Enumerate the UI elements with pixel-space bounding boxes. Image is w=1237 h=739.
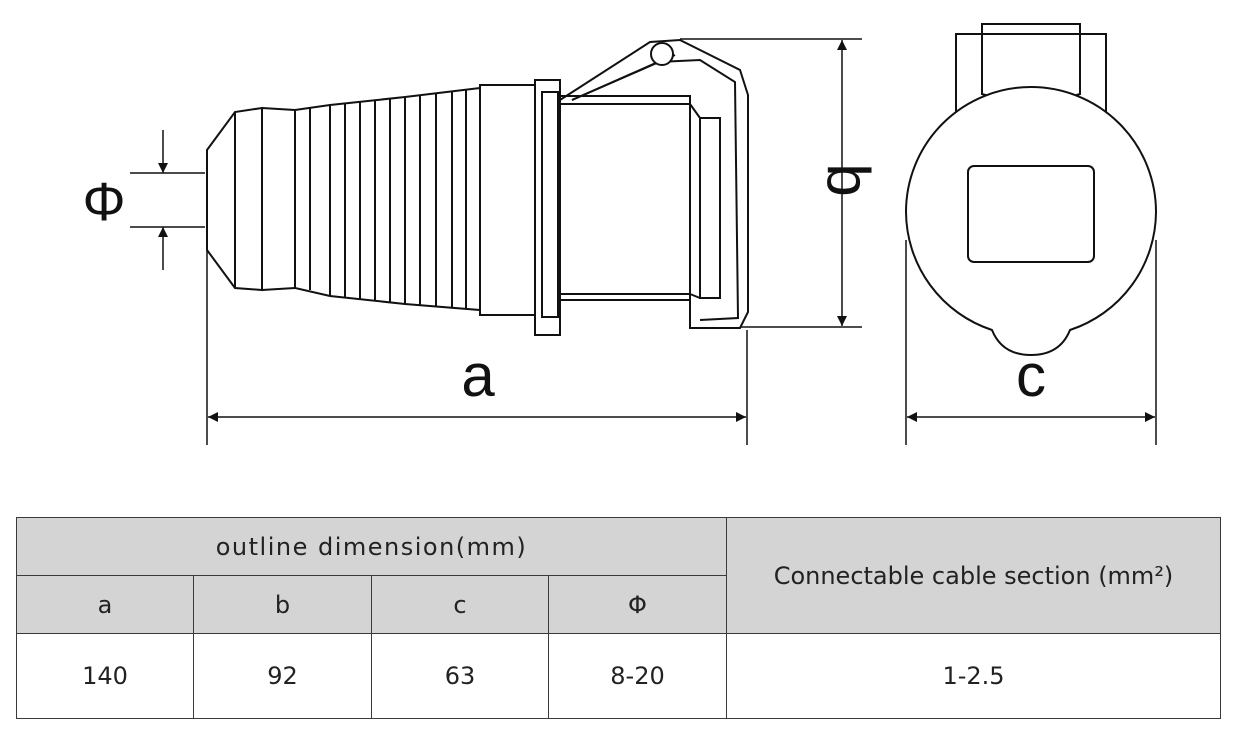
outline-dimension-header: outline dimension(mm): [16, 517, 727, 576]
dimension-lines: [130, 38, 1157, 445]
table-header-row: outline dimension(mm) Connectable cable …: [16, 517, 1221, 634]
c-dimension-label: c: [1016, 342, 1046, 409]
value-a: 140: [16, 633, 194, 719]
table-subheader-row: a b c Φ: [16, 575, 1221, 634]
value-b: 92: [193, 633, 372, 719]
a-dimension-label: a: [461, 342, 495, 409]
b-dimension-label: b: [815, 163, 882, 196]
column-header-c: c: [371, 575, 549, 634]
value-cable-section: 1-2.5: [726, 633, 1221, 719]
value-c: 63: [371, 633, 549, 719]
value-phi: 8-20: [548, 633, 727, 719]
phi-dimension-label: Φ: [82, 172, 125, 232]
dimension-table: outline dimension(mm) Connectable cable …: [16, 517, 1221, 719]
table-row: 140 92 63 8-20 1-2.5: [16, 633, 1221, 719]
connector-front-view: [904, 23, 1158, 357]
connector-side-view: [206, 38, 749, 336]
cable-section-header: Connectable cable section (mm²): [726, 517, 1221, 634]
dimension-drawing: Φ a b c: [82, 23, 1158, 445]
column-header-b: b: [193, 575, 372, 634]
column-header-a: a: [16, 575, 194, 634]
column-header-phi: Φ: [548, 575, 727, 634]
